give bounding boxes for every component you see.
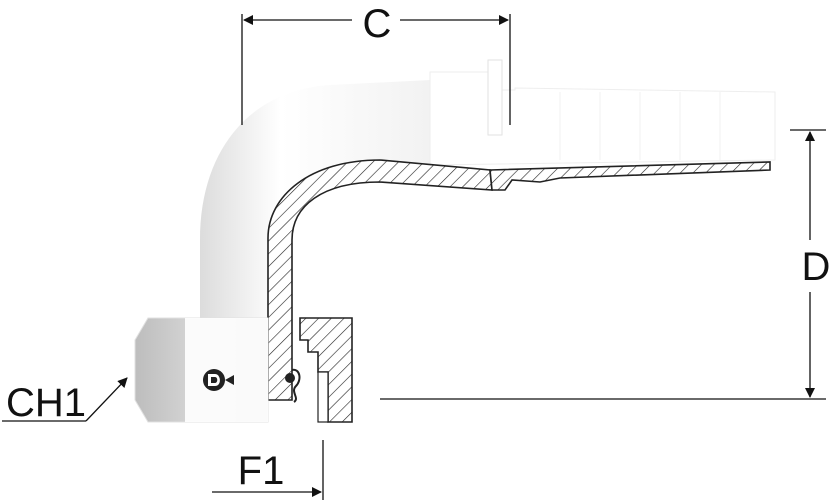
- stem-wall-section: [489, 161, 771, 191]
- fitting-body: [200, 59, 776, 330]
- dunlop-d-logo-icon: [203, 369, 234, 391]
- hex-nut-flat: [185, 318, 268, 422]
- section-view: [267, 159, 771, 423]
- stem-outer-surface: [429, 71, 776, 166]
- c-label: C: [363, 2, 392, 46]
- elbow-wall-section: [267, 159, 493, 401]
- dimension-f1: F1: [212, 440, 324, 500]
- o-ring: [285, 373, 295, 383]
- f1-label: F1: [238, 449, 285, 493]
- collar-flange: [487, 59, 503, 136]
- ch1-label: CH1: [6, 381, 86, 425]
- elbow-outer-surface: [200, 80, 430, 330]
- ferrule-ridges: [559, 92, 721, 160]
- thread-detail: [291, 368, 301, 403]
- ch1-leader: [85, 377, 128, 422]
- nut-bore: [317, 371, 329, 423]
- dimension-d: D: [380, 129, 830, 400]
- dimension-ch1: CH1: [2, 377, 128, 425]
- hex-nut: [134, 317, 269, 423]
- dimension-c: C: [241, 2, 511, 125]
- d-label: D: [802, 245, 830, 289]
